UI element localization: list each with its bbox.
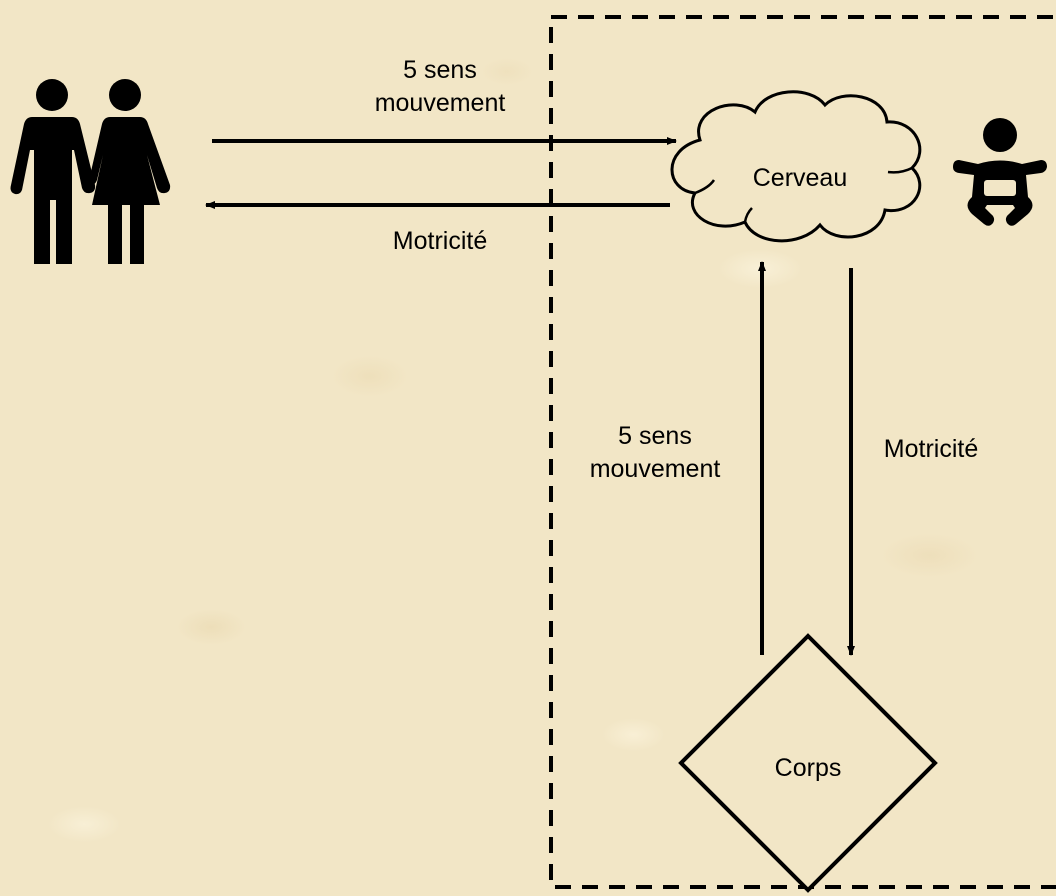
body-diamond-node <box>678 633 938 893</box>
down-arrow-label: Motricité <box>883 435 979 463</box>
couple-icon <box>10 79 171 264</box>
up-arrow-label-line2: mouvement <box>589 455 721 483</box>
brain-cloud-node <box>670 90 922 243</box>
brain-node-label: Cerveau <box>752 164 848 192</box>
top-arrow-label-line2: mouvement <box>374 89 506 117</box>
up-arrow-label: 5 sens mouvement <box>560 420 750 486</box>
baby-icon <box>953 118 1047 226</box>
top-arrow-label: 5 sens mouvement <box>340 54 540 120</box>
bottom-arrow-label: Motricité <box>392 227 488 255</box>
up-arrow-label-line1: 5 sens <box>618 422 692 450</box>
body-node-label: Corps <box>774 754 842 782</box>
top-arrow-label-line1: 5 sens <box>403 56 477 84</box>
